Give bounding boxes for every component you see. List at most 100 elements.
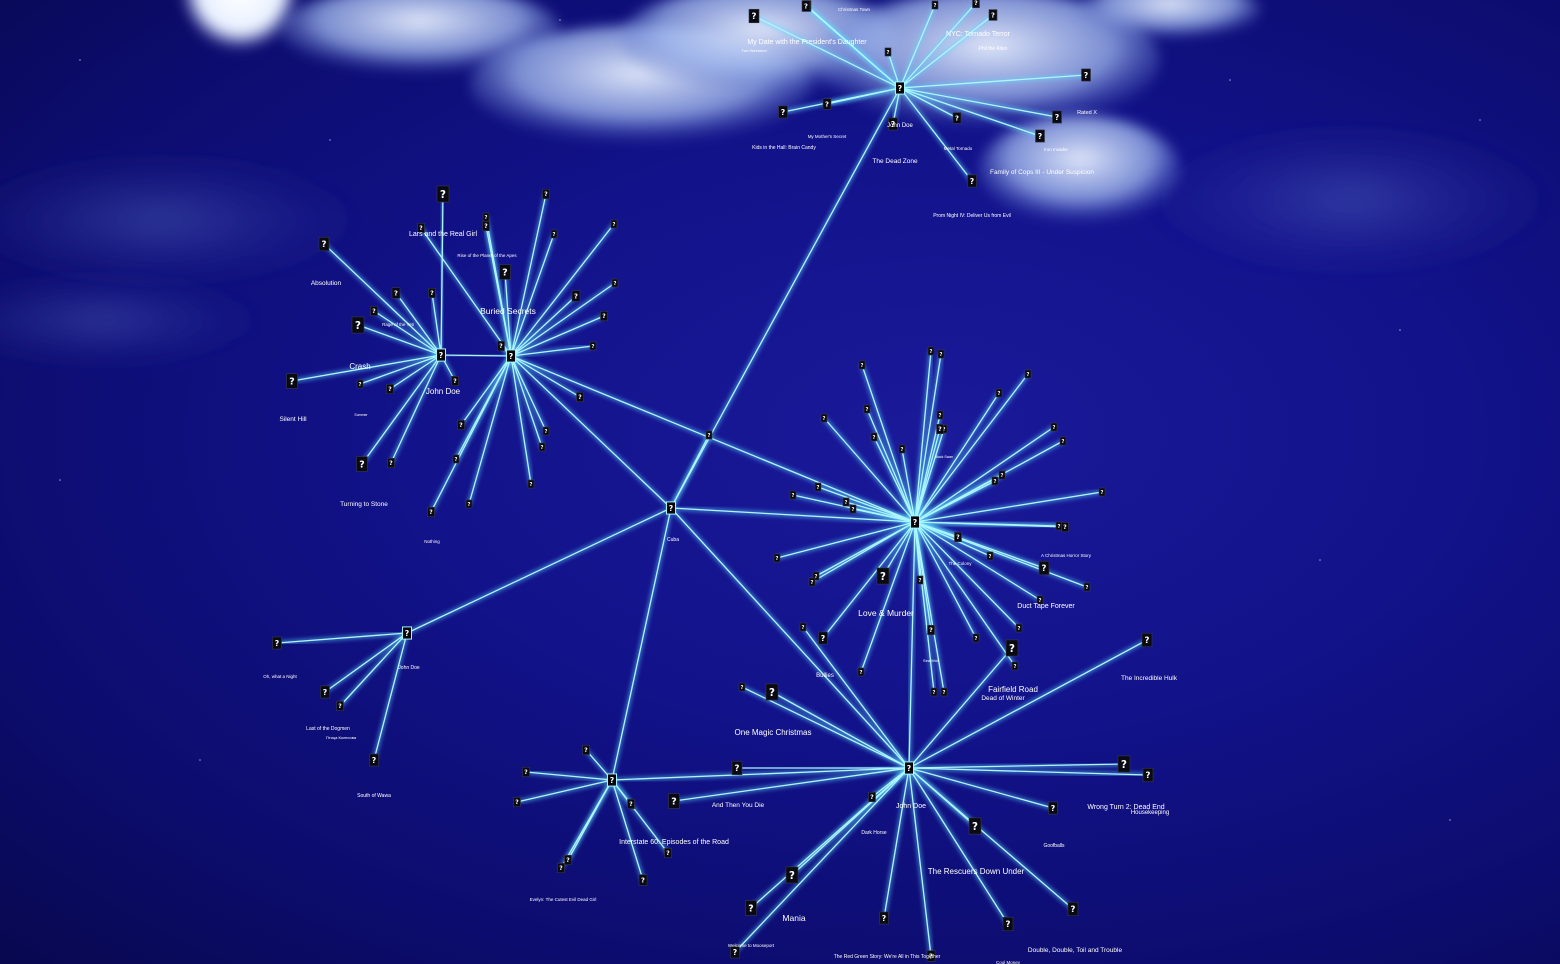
movie-node[interactable]: ? (522, 766, 530, 778)
movie-node[interactable]: ? (452, 454, 460, 464)
movie-node[interactable]: ? (1024, 369, 1032, 379)
movie-node[interactable]: ? (610, 219, 618, 229)
movie-node[interactable]: ? (773, 553, 781, 563)
movie-node[interactable]: ? (1061, 521, 1069, 533)
movie-node[interactable]: ? (589, 341, 597, 351)
movie-node[interactable]: ? (799, 622, 807, 632)
movie-node[interactable]: ? (868, 791, 876, 803)
movie-node[interactable]: ? (849, 504, 857, 514)
movie-node[interactable]: ? (789, 490, 797, 500)
movie-node[interactable]: ? (785, 866, 799, 884)
movie-node[interactable]: ? (1052, 110, 1062, 124)
movie-node[interactable]: ? (820, 413, 828, 423)
movie-node[interactable]: ? (356, 456, 368, 472)
movie-node[interactable]: ? (369, 753, 379, 767)
movie-node[interactable]: ? (638, 874, 648, 886)
movie-node[interactable]: ? (557, 862, 565, 874)
movie-node[interactable]: ? (513, 796, 521, 808)
movie-node[interactable]: ? (870, 432, 878, 442)
movie-node[interactable]: ? (336, 700, 344, 712)
movie-node[interactable]: ? (1048, 801, 1058, 815)
movie-node[interactable]: ? (731, 760, 743, 776)
movie-node[interactable]: ? (1002, 916, 1014, 932)
movie-node[interactable]: ? (801, 0, 811, 12)
movie-node[interactable]: ? (765, 683, 779, 701)
nodes[interactable]: ????????????????????????????????????????… (272, 0, 1154, 962)
movie-node[interactable]: ? (1015, 623, 1023, 633)
actor-hub-node[interactable]: ? (666, 501, 676, 515)
movie-node[interactable]: ? (940, 687, 948, 697)
movie-node[interactable]: ? (482, 212, 490, 222)
movie-node[interactable]: ? (927, 346, 935, 356)
movie-node[interactable]: ? (745, 900, 757, 916)
movie-node[interactable]: ? (705, 430, 713, 440)
movie-node[interactable]: ? (1059, 436, 1067, 446)
actor-hub-node[interactable]: ? (402, 626, 412, 640)
movie-node[interactable]: ? (387, 457, 395, 469)
movie-node[interactable]: ? (1098, 487, 1106, 497)
movie-node[interactable]: ? (931, 0, 939, 10)
movie-node[interactable]: ? (428, 287, 436, 299)
movie-node[interactable]: ? (1005, 639, 1019, 657)
movie-node[interactable]: ? (436, 185, 450, 203)
movie-node[interactable]: ? (1011, 661, 1019, 671)
movie-node[interactable]: ? (778, 105, 788, 119)
movie-node[interactable]: ? (898, 444, 906, 454)
movie-node[interactable]: ? (417, 222, 425, 234)
movie-node[interactable]: ? (356, 379, 364, 389)
movie-node[interactable]: ? (954, 531, 962, 543)
movie-node[interactable]: ? (842, 497, 850, 507)
movie-node[interactable]: ? (818, 631, 828, 645)
movie-node[interactable]: ? (876, 567, 890, 585)
movie-node[interactable]: ? (857, 667, 865, 677)
actor-hub-node[interactable]: ? (904, 761, 914, 775)
movie-node[interactable]: ? (1038, 560, 1050, 576)
movie-node[interactable]: ? (497, 340, 505, 352)
movie-node[interactable]: ? (822, 98, 832, 110)
movie-node[interactable]: ? (998, 470, 1006, 480)
actor-hub-node[interactable]: ? (436, 348, 446, 362)
movie-node[interactable]: ? (986, 551, 994, 561)
movie-node[interactable]: ? (858, 360, 866, 370)
movie-node[interactable]: ? (988, 9, 998, 21)
movie-node[interactable]: ? (952, 112, 962, 124)
movie-node[interactable]: ? (927, 624, 935, 636)
movie-node[interactable]: ? (627, 798, 635, 810)
movie-node[interactable]: ? (427, 506, 435, 518)
movie-node[interactable]: ? (576, 391, 584, 403)
movie-node[interactable]: ? (884, 47, 892, 57)
movie-node[interactable]: ? (1050, 422, 1058, 432)
movie-node[interactable]: ? (542, 188, 550, 200)
movie-node[interactable]: ? (1081, 68, 1091, 82)
movie-node[interactable]: ? (286, 373, 298, 389)
movie-node[interactable]: ? (482, 220, 490, 232)
movie-node[interactable]: ? (1083, 582, 1091, 592)
movie-node[interactable]: ? (351, 316, 365, 334)
movie-node[interactable]: ? (812, 571, 820, 581)
movie-node[interactable]: ? (538, 442, 546, 452)
movie-node[interactable]: ? (550, 229, 558, 239)
movie-node[interactable]: ? (814, 482, 822, 492)
movie-node[interactable]: ? (748, 8, 760, 24)
movie-node[interactable]: ? (571, 290, 581, 302)
movie-node[interactable]: ? (967, 174, 977, 188)
movie-node[interactable]: ? (916, 575, 924, 585)
movie-node[interactable]: ? (738, 682, 746, 692)
movie-node[interactable]: ? (465, 499, 473, 509)
movie-node[interactable]: ? (457, 419, 465, 431)
movie-node[interactable]: ? (995, 388, 1003, 398)
movie-node[interactable]: ? (936, 410, 944, 420)
movie-node[interactable]: ? (926, 950, 936, 962)
movie-node[interactable]: ? (972, 633, 980, 643)
movie-node[interactable]: ? (1117, 755, 1131, 773)
movie-node[interactable]: ? (1142, 767, 1154, 783)
movie-node[interactable]: ? (1035, 129, 1045, 143)
movie-node[interactable]: ? (1141, 632, 1153, 648)
movie-node[interactable]: ? (582, 744, 590, 756)
movie-node[interactable]: ? (808, 577, 816, 587)
movie-node[interactable]: ? (611, 278, 619, 288)
movie-node[interactable]: ? (888, 117, 898, 131)
movie-node[interactable]: ? (1067, 901, 1079, 917)
movie-node[interactable]: ? (320, 685, 330, 699)
